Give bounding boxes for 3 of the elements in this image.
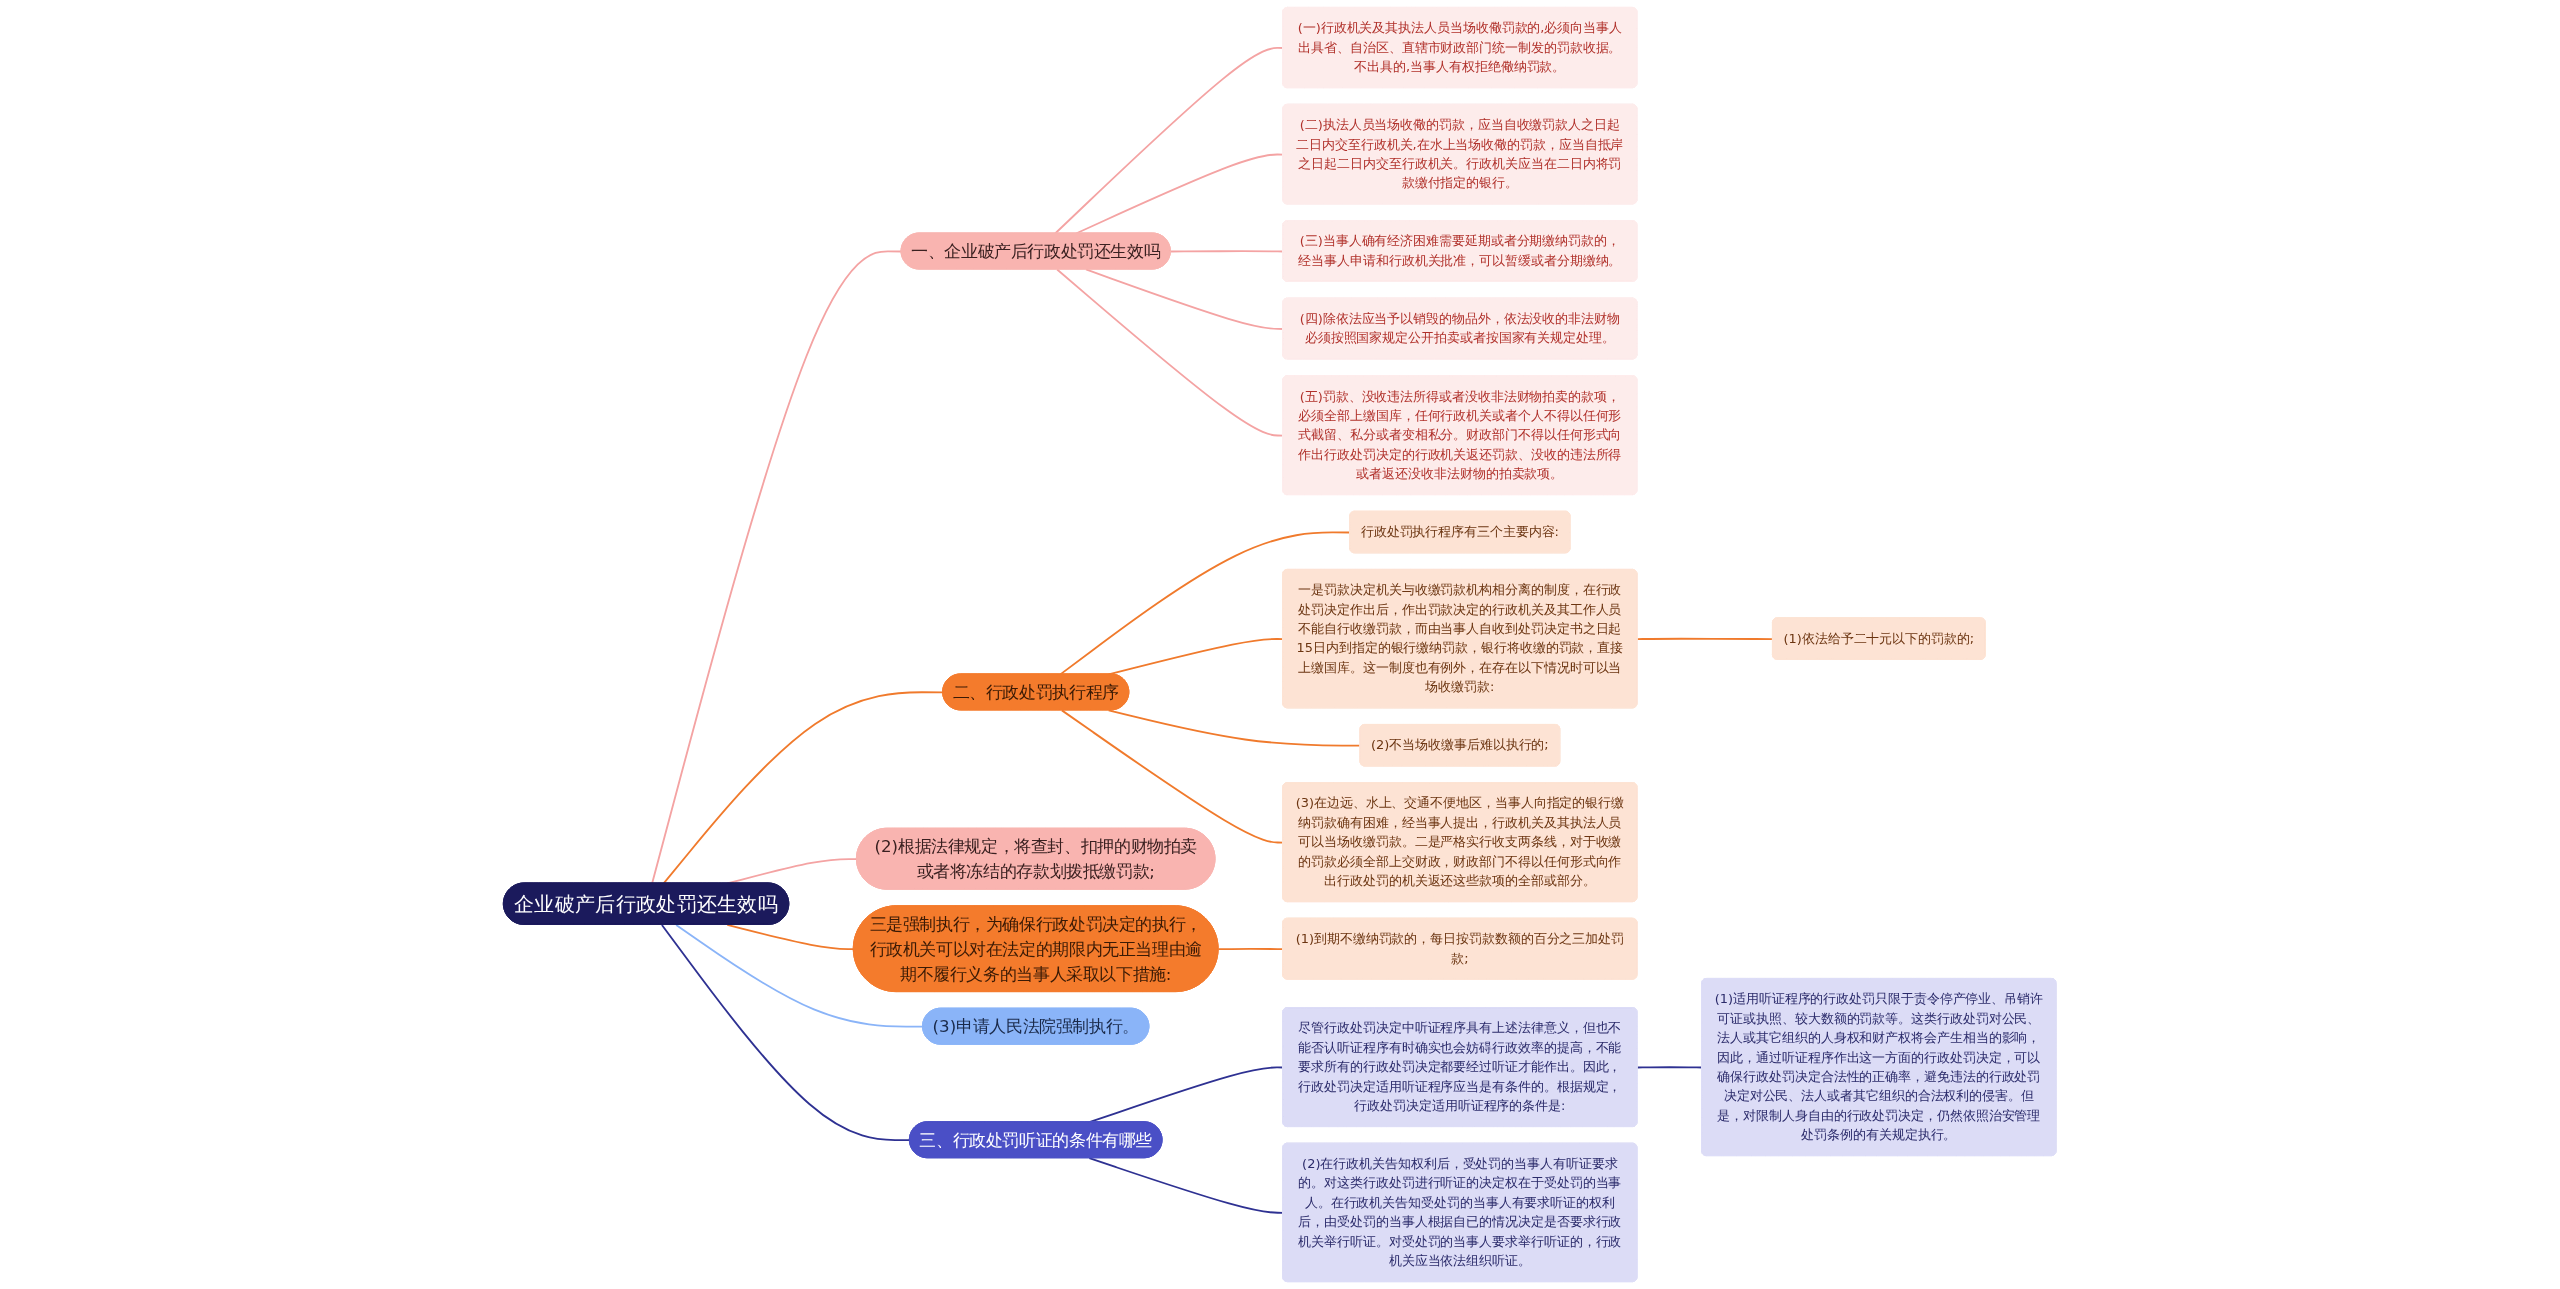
connector: [1059, 531, 1352, 676]
connector: [675, 924, 925, 1028]
connector: [1108, 709, 1362, 747]
